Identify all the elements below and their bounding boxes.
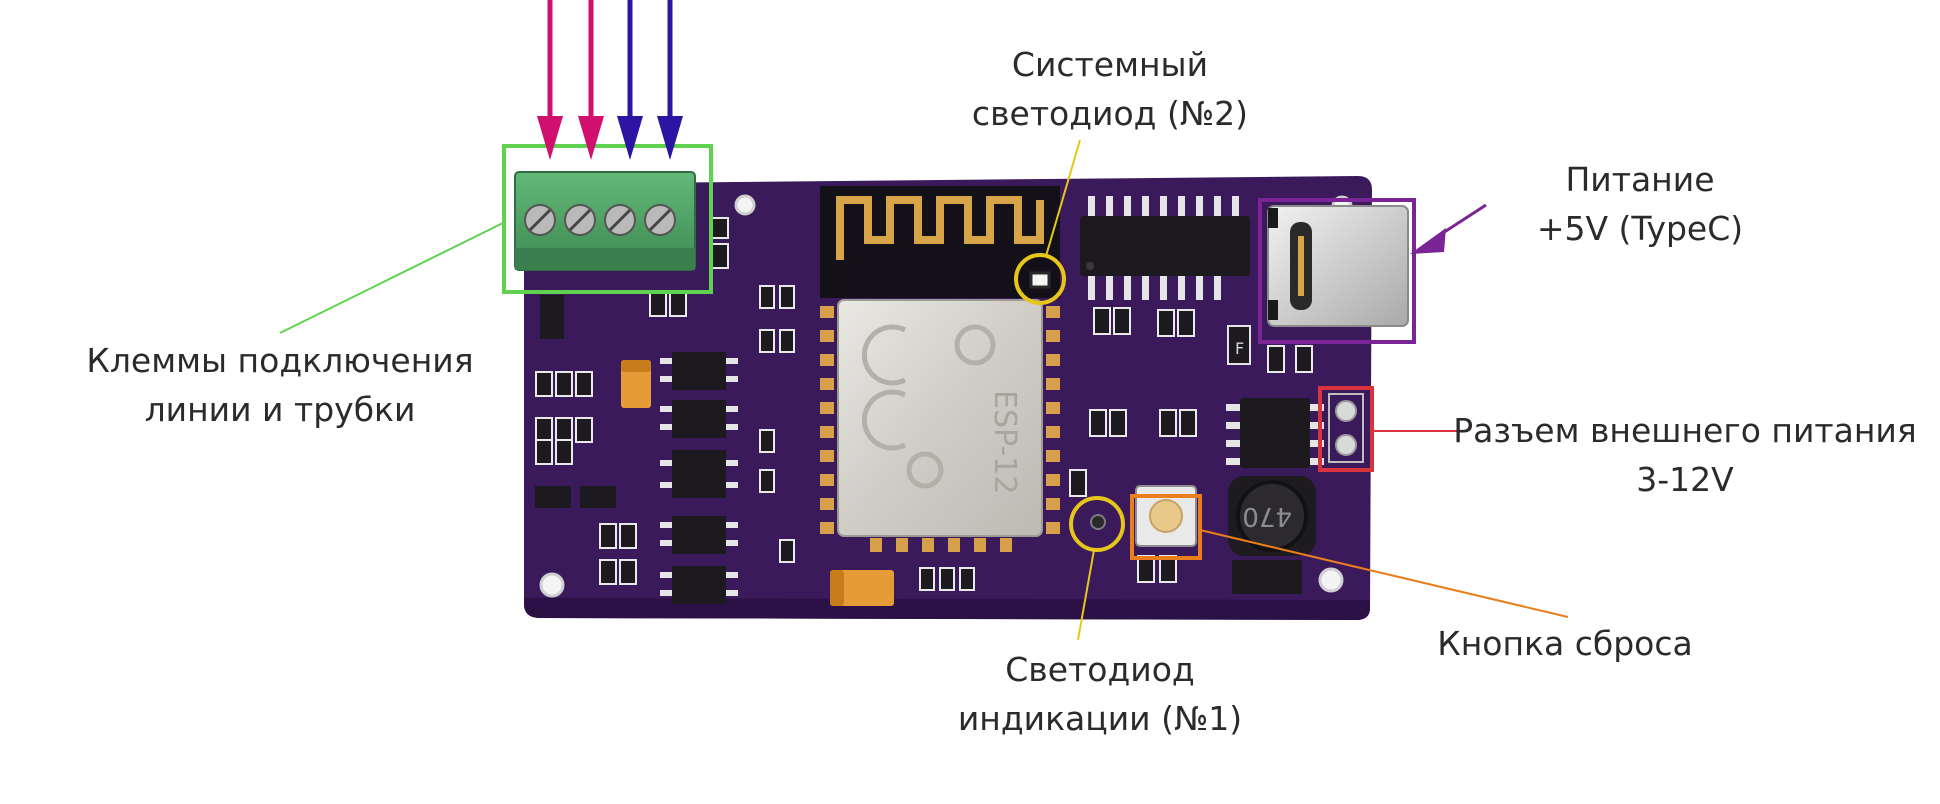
system-led-label: Системный светодиод (№2)	[940, 40, 1280, 138]
system-led	[1029, 271, 1051, 289]
reset-button-label-line: Кнопка сброса	[1437, 624, 1693, 663]
terminal-screw-slots	[528, 208, 672, 232]
esp-module-shield	[837, 299, 1043, 537]
header-pin	[1335, 400, 1357, 422]
down-arrow-icon	[617, 0, 643, 160]
terminals-frame	[502, 144, 713, 294]
usb-serial-ic	[1080, 216, 1250, 276]
indicator-led-label: Светодиод индикации (№1)	[920, 645, 1280, 743]
pcb-edge-shade	[524, 598, 1370, 620]
inductor-marking: 470	[1242, 501, 1292, 531]
reset-button-label: Кнопка сброса	[1400, 619, 1730, 668]
ic-header-pins	[1088, 196, 1239, 300]
fuse	[1227, 325, 1251, 365]
terminals-leader-line	[279, 221, 506, 334]
mount-hole	[1318, 567, 1344, 593]
indicator-led-leader-line	[1077, 549, 1095, 641]
indicator-led	[1090, 514, 1106, 530]
down-arrow-icon	[657, 0, 683, 160]
typec-tongue	[1298, 236, 1304, 296]
system-led-circle	[1014, 253, 1066, 305]
inductor-core	[1236, 480, 1308, 552]
mount-hole	[539, 572, 565, 598]
header-pin	[1335, 434, 1357, 456]
mount-hole	[734, 194, 756, 216]
esp-pads	[820, 306, 1060, 552]
sot-transistors	[535, 295, 616, 508]
power-typec-label-line: Питание	[1565, 160, 1715, 199]
typec-side-pins	[1268, 208, 1278, 320]
tantalum-capacitor-band	[830, 570, 844, 606]
external-power-frame	[1318, 386, 1374, 472]
shield-markings	[861, 324, 996, 489]
typec-connector-body	[1267, 205, 1409, 327]
system-led-label-line: Системный	[1011, 45, 1209, 84]
indicator-led-label-line: Светодиод	[1005, 650, 1195, 689]
power-typec-frame	[1258, 198, 1416, 344]
fuse-marking: F	[1235, 339, 1244, 358]
power-typec-label: Питание +5V (TypeC)	[1470, 155, 1810, 253]
power-typec-label-line: +5V (TypeC)	[1536, 209, 1744, 248]
external-power-label-line: 3-12V	[1636, 460, 1734, 499]
down-arrow-icon	[537, 0, 563, 160]
dcdc-pins	[1226, 404, 1324, 465]
reset-leader-line	[1199, 529, 1569, 618]
tantalum-capacitor	[830, 570, 894, 606]
system-led-leader-line	[1045, 139, 1081, 257]
terminals-label-line: Клеммы подключения	[86, 341, 474, 380]
indicator-led-label-line: индикации (№1)	[957, 699, 1243, 738]
reset-button-cap	[1149, 499, 1183, 533]
optocoupler-pins	[660, 358, 738, 596]
indicator-led-circle	[1069, 496, 1125, 552]
terminal-block-base	[515, 248, 695, 270]
reset-button-frame	[1130, 494, 1202, 560]
ic-pin1-dot	[1086, 262, 1094, 270]
external-power-label-line: Разъем внешнего питания	[1453, 411, 1917, 450]
external-power-label: Разъем внешнего питания 3-12V	[1440, 406, 1930, 504]
dcdc-ic	[1240, 398, 1310, 468]
terminals-label: Клеммы подключения линии и трубки	[40, 336, 520, 434]
diode	[1232, 560, 1302, 594]
left-arrow-icon	[1410, 228, 1446, 254]
optocouplers	[672, 352, 726, 604]
pcb-antenna-trace	[836, 196, 1044, 260]
smd-passives	[535, 217, 1313, 591]
esp-module-marking: ESP-12	[987, 390, 1022, 494]
system-led-label-line: светодиод (№2)	[971, 94, 1249, 133]
down-arrow-icon	[578, 0, 604, 160]
terminals-label-line: линии и трубки	[144, 390, 416, 429]
tantalum-capacitor-band	[621, 360, 651, 372]
